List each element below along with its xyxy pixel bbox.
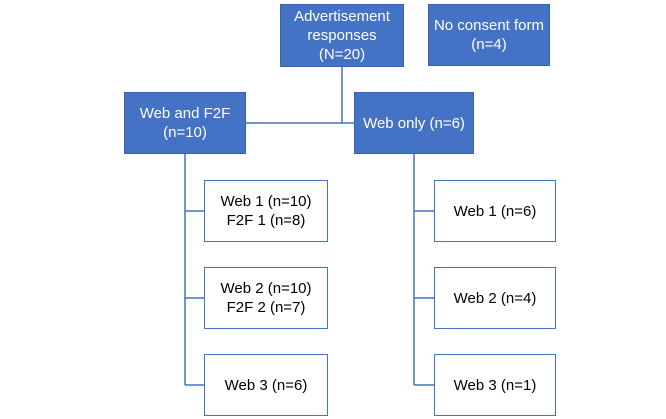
web-only-round-1-box: Web 1 (n=6)	[434, 180, 556, 242]
web-and-f2f-count: (n=10)	[163, 124, 207, 141]
web-f2f-round-1-box: Web 1 (n=10) F2F 1 (n=8)	[204, 180, 328, 242]
web-f2f-round-2-box: Web 2 (n=10) F2F 2 (n=7)	[204, 267, 328, 329]
advertisement-count: (N=20)	[318, 46, 366, 63]
web-only-round-3-label: Web 3 (n=1)	[453, 376, 537, 394]
no-consent-count: (n=4)	[471, 36, 507, 53]
web-only-round-3-box: Web 3 (n=1)	[434, 354, 556, 416]
web-only-label: Web only (n=6)	[363, 114, 465, 132]
web-f2f-round-2-web: Web 2 (n=10)	[220, 280, 312, 297]
web-f2f-round-2-f2f: F2F 2 (n=7)	[226, 299, 306, 316]
web-f2f-round-1-f2f: F2F 1 (n=8)	[226, 212, 306, 229]
web-f2f-round-1-web: Web 1 (n=10)	[220, 193, 312, 210]
no-consent-label: No consent form	[433, 17, 545, 34]
advertisement-label-2: responses	[307, 27, 377, 44]
web-and-f2f-box: Web and F2F (n=10)	[124, 92, 246, 154]
web-only-box: Web only (n=6)	[354, 92, 474, 154]
web-only-round-2-label: Web 2 (n=4)	[453, 289, 537, 307]
web-f2f-round-3-box: Web 3 (n=6)	[204, 354, 328, 416]
advertisement-label-1: Advertisement	[294, 8, 390, 25]
web-and-f2f-label: Web and F2F	[139, 105, 231, 122]
no-consent-form-box: No consent form (n=4)	[428, 4, 550, 66]
web-only-round-1-label: Web 1 (n=6)	[453, 202, 537, 220]
web-f2f-round-3-web: Web 3 (n=6)	[224, 376, 308, 394]
advertisement-responses-box: Advertisement responses (N=20)	[280, 4, 404, 67]
web-only-round-2-box: Web 2 (n=4)	[434, 267, 556, 329]
